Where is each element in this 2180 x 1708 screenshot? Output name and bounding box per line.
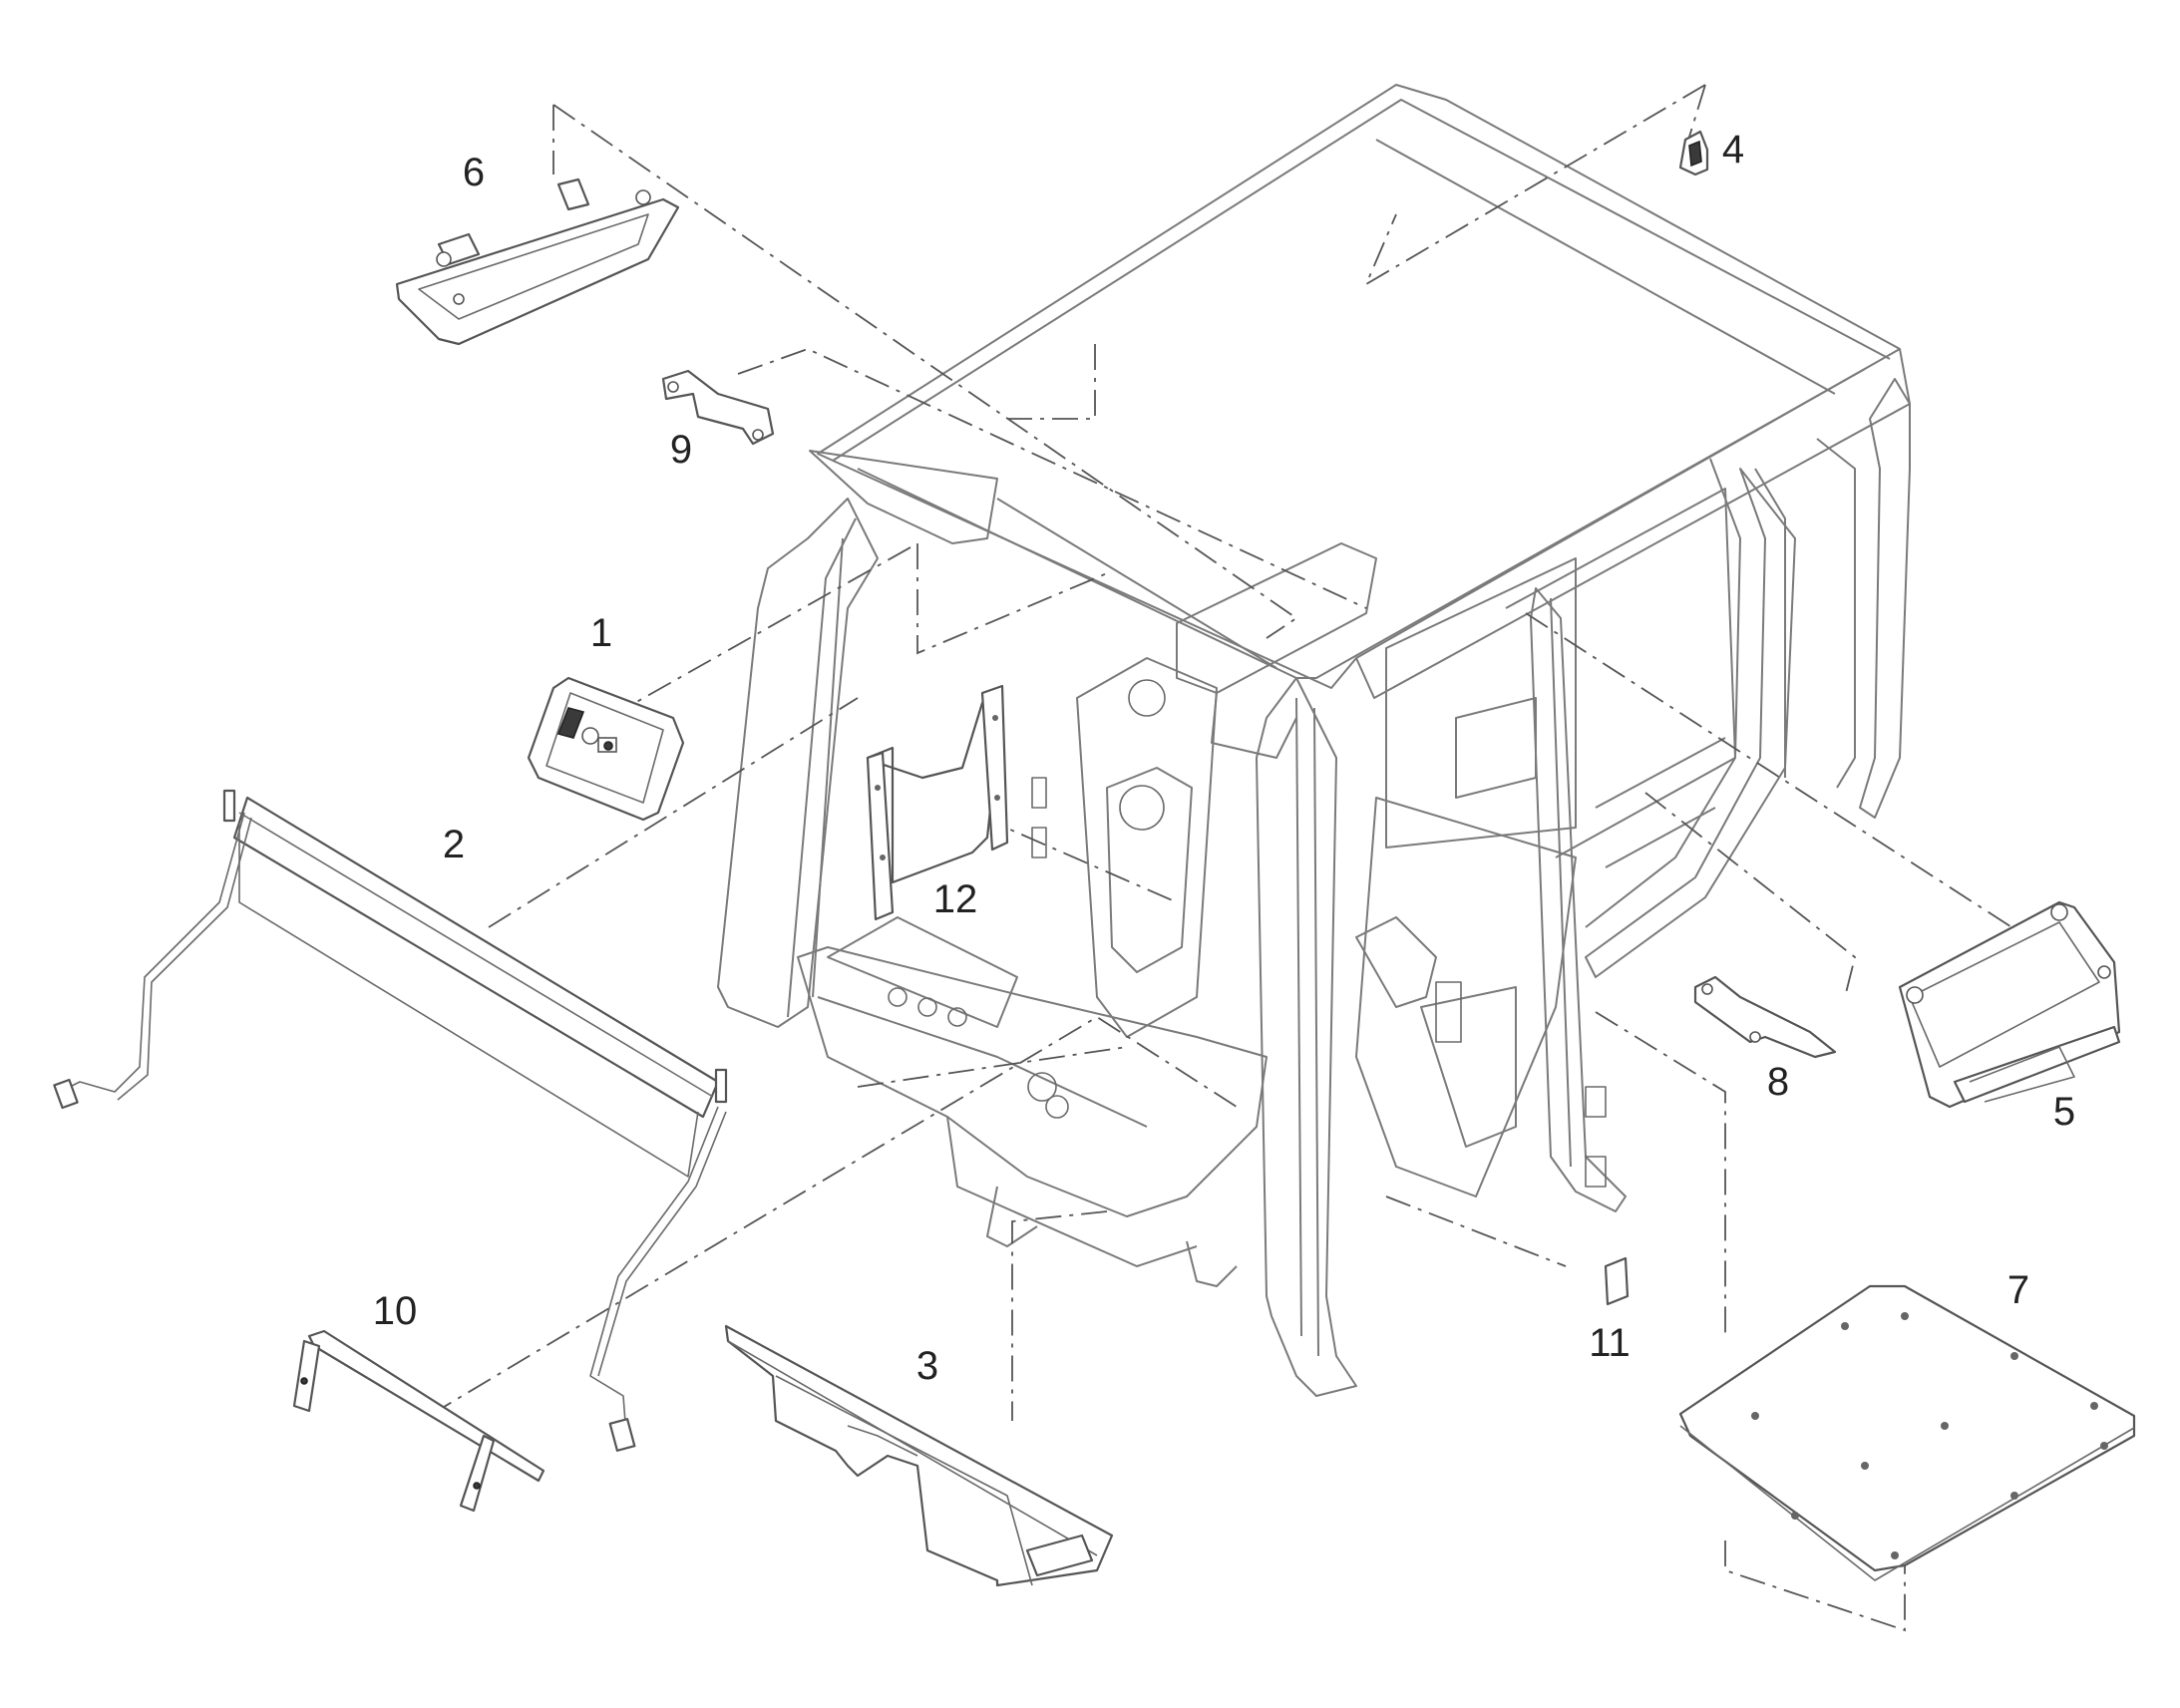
assembly-lines	[428, 84, 2020, 1632]
label-part-5: 5	[2053, 1090, 2075, 1134]
label-part-12: 12	[933, 877, 978, 921]
label-part-9: 9	[670, 428, 692, 472]
part-7-floor-plate	[1678, 1284, 2136, 1581]
label-part-4: 4	[1722, 128, 1744, 171]
part-2-roller-blind	[53, 789, 728, 1452]
part-9-bracket	[661, 369, 775, 446]
label-part-7: 7	[2007, 1268, 2029, 1312]
part-1-monitor	[527, 676, 685, 822]
label-part-11: 11	[1589, 1321, 1631, 1365]
part-10-mounting-rail	[292, 1329, 545, 1513]
part-8-bracket	[1693, 975, 1837, 1059]
part-4-clip	[1678, 130, 1709, 176]
callout-labels: 1 2 3 4 5 6 7 8 9 10 11 12	[373, 128, 2075, 1388]
label-part-2: 2	[443, 823, 465, 866]
part-5-storage-tray	[1898, 900, 2121, 1109]
label-part-1: 1	[590, 611, 612, 655]
label-part-10: 10	[373, 1289, 418, 1333]
label-part-3: 3	[916, 1344, 938, 1388]
part-3-floor-duct	[724, 1324, 1114, 1587]
part-6-upper-tray	[395, 177, 680, 346]
cab-frame	[717, 84, 1911, 1397]
label-part-6: 6	[463, 151, 485, 194]
part-12-side-panel	[866, 684, 1009, 921]
part-11-small-plate	[1604, 1256, 1630, 1306]
label-part-8: 8	[1767, 1060, 1789, 1104]
